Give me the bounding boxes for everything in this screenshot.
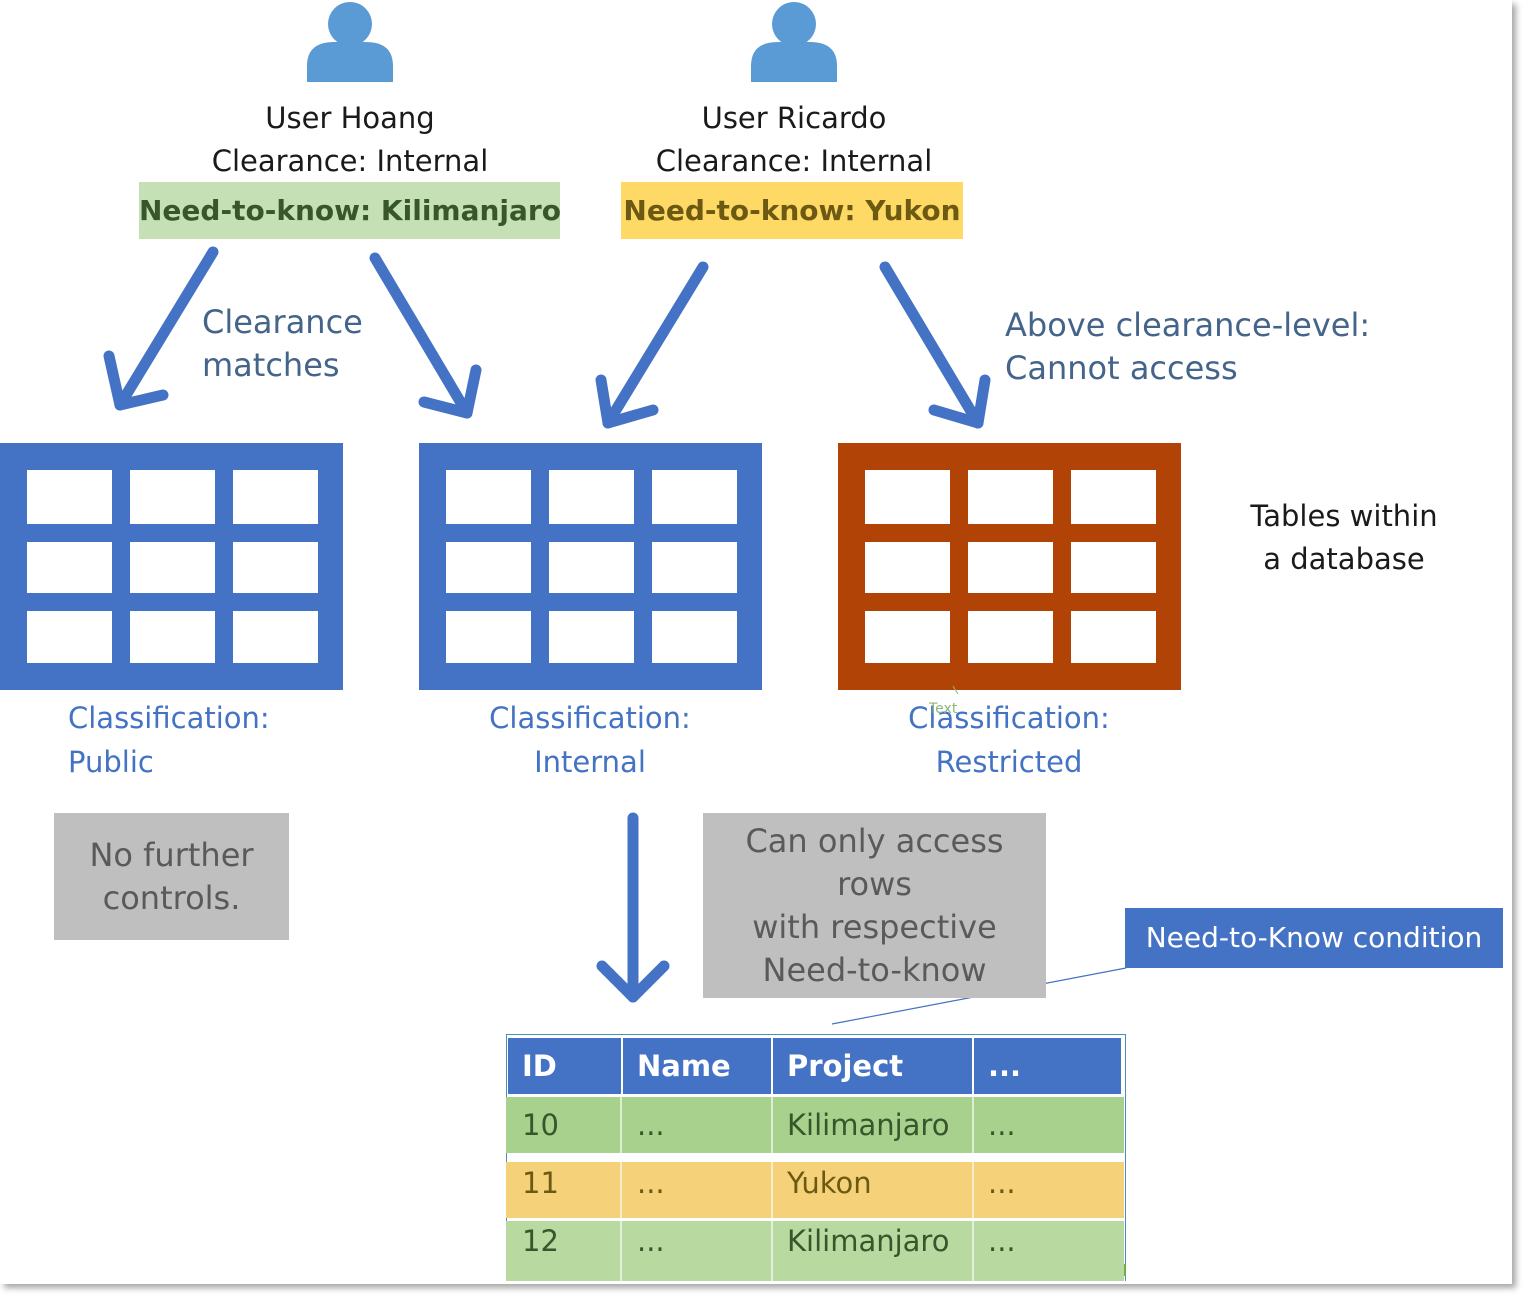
stray-text-label: Text [929,701,958,717]
table-row [506,1162,1124,1218]
table-internal-icon [419,443,762,690]
clearance-matches-line2: matches [202,346,340,384]
row-table-border [506,1034,1126,1281]
classification-restricted-line1: Classification: [908,701,1110,735]
cell-project: Kilimanjaro [787,1224,950,1258]
classification-public-line1: Classification: [68,701,270,735]
cell-project: Kilimanjaro [787,1108,950,1142]
cell-name: ... [637,1108,665,1142]
arrow-hoang-to-internal-icon [369,252,482,419]
user-ricardo-name: User Ricardo [701,101,887,135]
table-row [506,1097,1124,1153]
cell-name: ... [637,1166,665,1200]
tables-within-line2: a database [1263,542,1425,576]
cell-name: ... [637,1224,665,1258]
header-id: ID [508,1038,621,1094]
table-row [506,1221,1124,1281]
no-further-controls-line1: No further [89,835,254,874]
cell-more: ... [988,1166,1016,1200]
header-project: Project [773,1038,972,1094]
cell-more: ... [988,1224,1016,1258]
classification-restricted-line2: Restricted [935,745,1083,779]
table-public-icon [0,443,343,690]
arrow-internal-to-rows-icon [596,812,670,1003]
arrow-ricardo-to-restricted-icon [879,261,991,429]
user-ricardo-icon [751,2,837,82]
above-clearance-line1: Above clearance-level: [1005,306,1371,344]
classification-internal-line1: Classification: [489,701,691,735]
column-divider [620,1094,622,1282]
header-name: Name [623,1038,771,1094]
classification-public-line2: Public [68,745,154,779]
row-level-table: ID Name Project ... 10 ... Kilimanjaro .… [506,1034,1126,1282]
cell-id: 10 [522,1108,559,1142]
column-divider [972,1094,974,1282]
need-to-know-callout: Need-to-Know condition [1125,908,1503,968]
no-further-controls-line2: controls. [102,878,241,917]
user-hoang-clearance: Clearance: Internal [211,144,489,178]
cell-more: ... [988,1108,1016,1142]
cell-id: 11 [522,1166,559,1200]
user-ricardo-need-to-know: Need-to-know: Yukon [621,182,963,239]
user-hoang-icon [307,2,393,82]
tables-within-line1: Tables within [1250,499,1438,533]
column-divider [771,1094,773,1282]
classification-internal-line2: Internal [534,745,646,779]
rows-access-line1: Can only access rows [745,821,1004,903]
arrow-hoang-to-public-icon [103,246,219,411]
header-more: ... [974,1038,1121,1094]
rows-access-line3: Need-to-know [762,950,987,989]
arrow-ricardo-to-internal-icon [595,261,709,429]
clearance-matches-line1: Clearance [202,303,363,341]
rows-access-note: Can only access rows with respective Nee… [703,813,1046,998]
cell-id: 12 [522,1224,559,1258]
stray-tick-line [952,685,959,695]
no-further-controls-note: No further controls. [54,813,289,940]
cell-project: Yukon [787,1166,872,1200]
rows-access-line2: with respective [752,907,997,946]
table-restricted-icon [838,443,1181,690]
user-hoang-name: User Hoang [265,101,435,135]
above-clearance-line2: Cannot access [1005,349,1238,387]
user-hoang-need-to-know: Need-to-know: Kilimanjaro [139,182,561,239]
user-ricardo-clearance: Clearance: Internal [655,144,933,178]
